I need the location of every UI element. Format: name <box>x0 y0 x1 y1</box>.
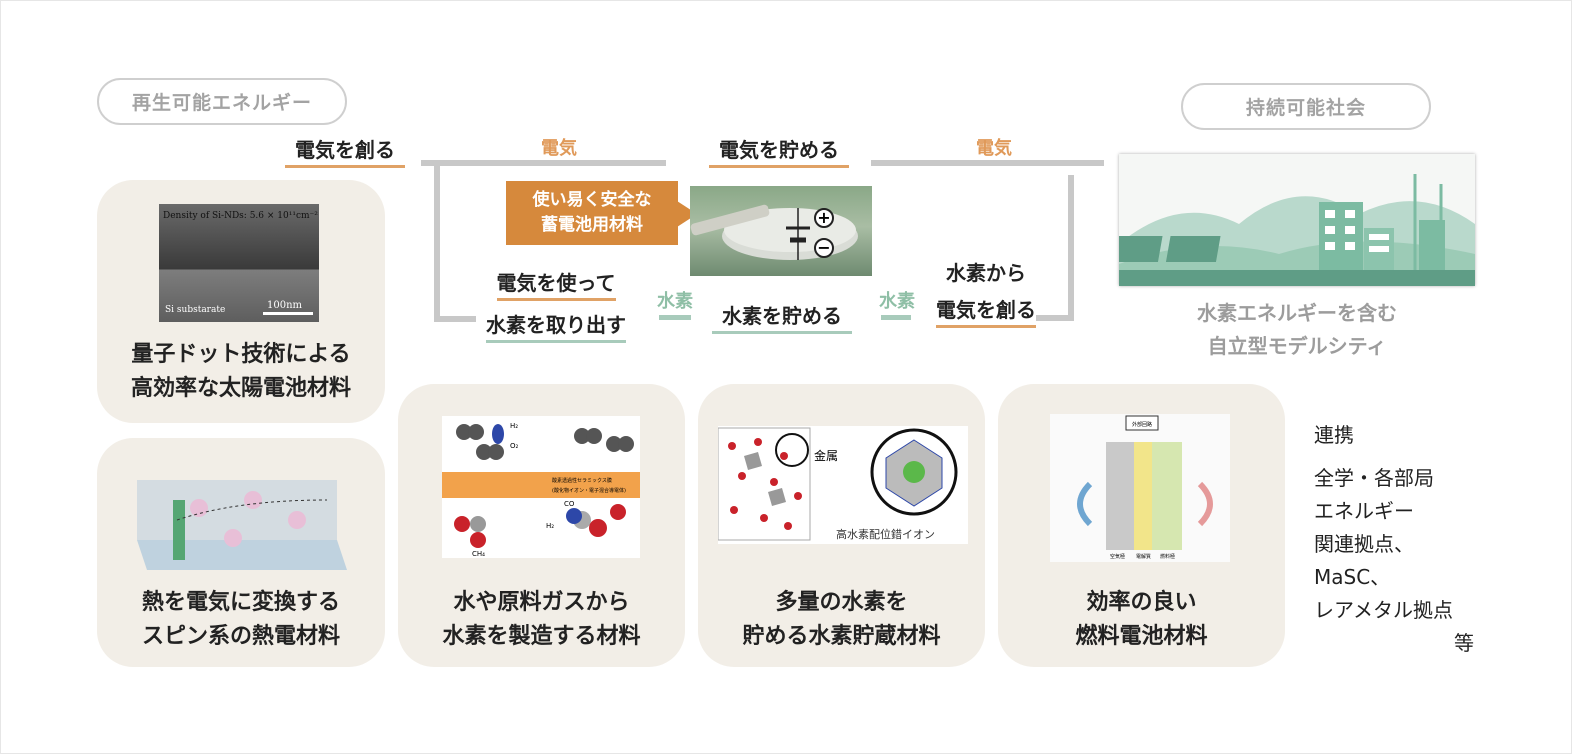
flow-line-top-left <box>421 160 666 166</box>
extract-hydrogen-label: 電気を使って 水素を取り出す <box>471 267 641 343</box>
from-h2-line2: 電気を創る <box>936 294 1036 328</box>
card-hydrogen-storage-caption: 多量の水素を 貯める水素貯蔵材料 <box>698 586 985 654</box>
renewable-energy-pill: 再生可能エネルギー <box>97 78 347 125</box>
battery-illustration: + − <box>690 204 858 260</box>
card-spin-line1: 熱を電気に変換する <box>141 590 340 615</box>
collab-line2: エネルギー <box>1314 499 1414 523</box>
card-fc-line2: 燃料電池材料 <box>1075 624 1208 649</box>
hydrogen-flow-label-1: 水素 <box>657 291 693 312</box>
card-spin-thermoelectric: 熱を電気に変換する スピン系の熱電材料 <box>97 438 385 667</box>
flow-line-bottom-right <box>1036 315 1074 321</box>
battery-photo: + − <box>690 186 872 276</box>
minus-icon <box>814 238 834 258</box>
spin-device-image <box>137 460 347 570</box>
from-h2-line1: 水素から <box>946 261 1026 285</box>
collaboration-title: 連携 <box>1314 423 1354 447</box>
battery-callout: 使い易く安全な 蓄電池用材料 <box>506 181 678 245</box>
flow-line-bottom-left <box>434 316 476 322</box>
img-circuit-text: 外部回路 <box>1132 421 1152 428</box>
collab-line5: レアメタル拠点 <box>1314 598 1453 622</box>
sem-scale-text: 100nm <box>267 300 303 311</box>
img-elec-text: 電解質 <box>1136 553 1151 560</box>
flow-line-left-vertical <box>434 160 440 322</box>
card-hydrogen-production: H₂ O₂ 酸素透過性セラミックス膜 (酸化物イオン・電子混合導電体) CO H… <box>398 384 685 667</box>
card-hs-line1: 多量の水素を <box>775 590 908 615</box>
plus-icon <box>814 208 834 228</box>
card-spin-line2: スピン系の熱電材料 <box>141 624 340 649</box>
card-solar-line1: 量子ドット技術による <box>131 342 351 367</box>
callout-arrow <box>677 201 697 227</box>
electricity-flow-label-1: 電気 <box>541 138 577 159</box>
sem-substrate-text: Si substarate <box>165 305 225 315</box>
img-co-text: CO <box>564 500 575 508</box>
card-solar-caption: 量子ドット技術による 高効率な太陽電池材料 <box>97 338 385 406</box>
fuel-cell-image: 外部回路 空気極 電解質 燃料極 <box>1050 414 1230 562</box>
img-layer1-text: 酸素透過性セラミックス膜 <box>552 477 612 484</box>
img-layer2-text: (酸化物イオン・電子混合導電体) <box>552 487 626 494</box>
svg-text:−: − <box>817 238 830 257</box>
hydrogen-to-electricity-label: 水素から 電気を創る <box>926 257 1046 328</box>
img-h2-text: H₂ <box>510 422 518 430</box>
electricity-flow-label-2: 電気 <box>976 138 1012 159</box>
img-ch4-text: CH₄ <box>472 550 485 558</box>
extract-line1: 電気を使って <box>496 267 616 301</box>
card-hydrogen-storage: 金属 高水素配位錯イオン 多量の水素を 貯める水素貯蔵材料 <box>698 384 985 667</box>
collab-line6: 等 <box>1454 631 1474 655</box>
ceramic-membrane-image: H₂ O₂ 酸素透過性セラミックス膜 (酸化物イオン・電子混合導電体) CO H… <box>442 416 640 558</box>
city-line2: 自立型モデルシティ <box>1207 334 1387 358</box>
collab-line4: MaSC、 <box>1314 565 1391 589</box>
hydrogen-flow-label-2: 水素 <box>879 291 915 312</box>
collaboration-list: 全学・各部局 エネルギー 関連拠点、 MaSC、 レアメタル拠点 等 <box>1314 462 1474 660</box>
create-electricity-label: 電気を創る <box>285 134 405 168</box>
model-city-caption: 水素エネルギーを含む 自立型モデルシティ <box>1157 297 1437 363</box>
img-h2b-text: H₂ <box>546 522 554 530</box>
model-city-illustration <box>1119 154 1475 286</box>
card-hp-line1: 水や原料ガスから <box>453 590 630 615</box>
store-electricity-label: 電気を貯める <box>709 134 849 168</box>
card-hs-line2: 貯める水素貯蔵材料 <box>742 624 941 649</box>
collab-line1: 全学・各部局 <box>1314 466 1434 490</box>
card-hydrogen-production-caption: 水や原料ガスから 水素を製造する材料 <box>398 586 685 654</box>
card-fc-line1: 効率の良い <box>1086 590 1197 615</box>
flow-line-right-vertical <box>1068 175 1074 321</box>
img-metal-text: 金属 <box>814 448 838 463</box>
extract-line2: 水素を取り出す <box>486 309 626 343</box>
sustainable-society-pill: 持続可能社会 <box>1181 83 1431 130</box>
card-fuel-cell-caption: 効率の良い 燃料電池材料 <box>998 586 1285 654</box>
card-hp-line2: 水素を製造する材料 <box>442 624 641 649</box>
flow-line-h2-b <box>881 315 911 320</box>
card-solar-line2: 高効率な太陽電池材料 <box>130 376 351 401</box>
flow-line-top-right <box>871 160 1104 166</box>
store-hydrogen-label: 水素を貯める <box>712 300 852 334</box>
callout-line2: 蓄電池用材料 <box>541 215 643 235</box>
svg-text:+: + <box>817 208 830 227</box>
city-line1: 水素エネルギーを含む <box>1197 301 1397 325</box>
img-air-text: 空気極 <box>1110 553 1125 560</box>
img-o2-text: O₂ <box>510 442 519 450</box>
card-solar-cell: Density of Si-NDs: 5.6 × 10¹¹cm⁻² Si sub… <box>97 180 385 423</box>
card-spin-caption: 熱を電気に変換する スピン系の熱電材料 <box>97 586 385 654</box>
img-fuel-text: 燃料極 <box>1160 553 1175 560</box>
sem-density-text: Density of Si-NDs: 5.6 × 10¹¹cm⁻² <box>163 211 318 221</box>
collab-line3: 関連拠点、 <box>1314 532 1414 556</box>
img-complex-text: 高水素配位錯イオン <box>836 527 935 541</box>
hydrogen-storage-image: 金属 高水素配位錯イオン <box>718 426 968 544</box>
si-nanodot-sem-image: Density of Si-NDs: 5.6 × 10¹¹cm⁻² Si sub… <box>159 204 319 322</box>
flow-line-h2-a <box>659 315 691 320</box>
callout-line1: 使い易く安全な <box>532 190 652 210</box>
card-fuel-cell: 外部回路 空気極 電解質 燃料極 効率の良い 燃料電池材料 <box>998 384 1285 667</box>
